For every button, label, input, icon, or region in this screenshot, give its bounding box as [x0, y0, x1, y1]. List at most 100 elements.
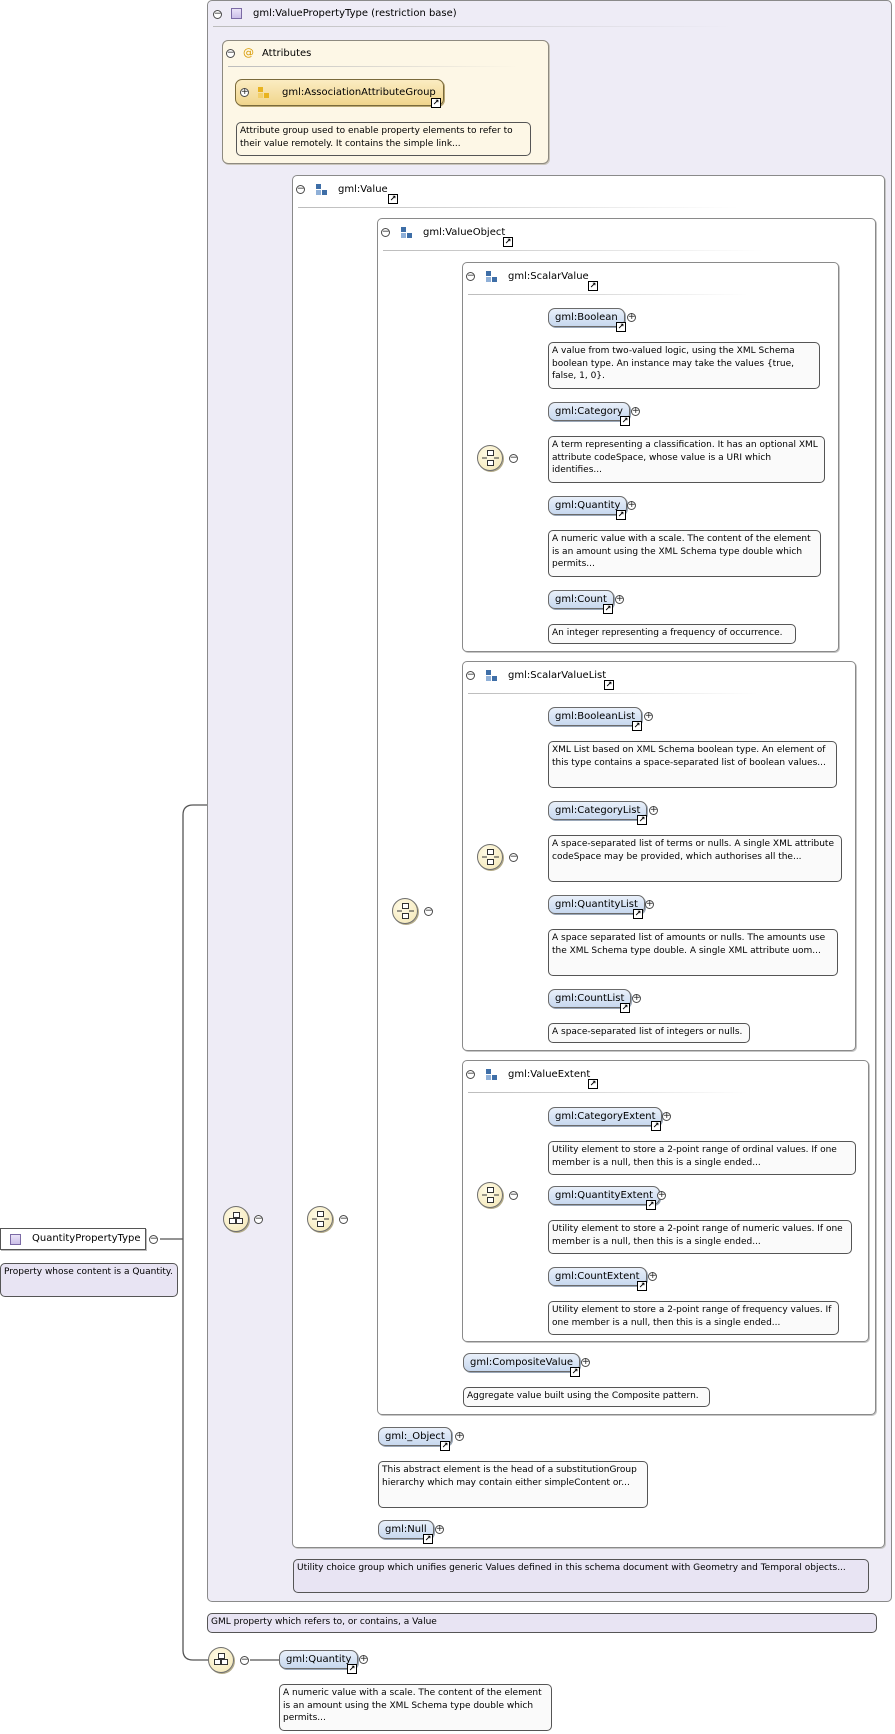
sequence-icon — [214, 1653, 228, 1665]
category-list-element[interactable]: gml:CategoryList — [548, 801, 648, 820]
collapse-main-sequence-button[interactable]: − — [254, 1214, 263, 1224]
composite-value-link-icon[interactable]: ↗ — [570, 1367, 580, 1377]
association-attribute-group-link-icon[interactable]: ↗ — [431, 98, 441, 108]
object-element[interactable]: gml:_Object — [378, 1427, 452, 1446]
value-object-link-icon[interactable]: ↗ — [503, 237, 513, 247]
category-list-doc: A space-separated list of terms or nulls… — [548, 835, 842, 882]
count-link-icon[interactable]: ↗ — [603, 604, 613, 614]
object-link-icon[interactable]: ↗ — [440, 1441, 450, 1451]
quantity-property-type-node[interactable]: QuantityPropertyType — [0, 1228, 146, 1250]
collapse-value-object-choice-button[interactable]: − — [424, 906, 433, 916]
expand-bottom-quantity-button[interactable]: + — [359, 1654, 368, 1664]
count-element[interactable]: gml:Count — [548, 590, 614, 609]
collapse-attributes-button[interactable]: − — [226, 48, 235, 58]
category-doc: A term representing a classification. It… — [548, 436, 825, 483]
value-object-title: gml:ValueObject — [423, 227, 506, 238]
boolean-list-element[interactable]: gml:BooleanList — [548, 707, 643, 726]
quantity-extent-element[interactable]: gml:QuantityExtent — [548, 1186, 661, 1205]
scalar-value-list-choice-compositor[interactable] — [477, 844, 503, 870]
value-extent-choice-compositor[interactable] — [477, 1182, 503, 1208]
boolean-list-link-icon[interactable]: ↗ — [632, 721, 642, 731]
value-choice-compositor[interactable] — [307, 1206, 333, 1232]
expand-boolean-button[interactable]: + — [627, 312, 636, 322]
attribute-at-icon: @ — [243, 46, 254, 59]
sequence-icon — [229, 1212, 243, 1224]
quantity-list-element[interactable]: gml:QuantityList — [548, 895, 645, 914]
expand-boolean-list-button[interactable]: + — [644, 711, 653, 721]
collapse-value-extent-button[interactable]: − — [466, 1069, 475, 1079]
null-link-icon[interactable]: ↗ — [423, 1534, 433, 1544]
choice-icon — [482, 849, 499, 865]
expand-category-button[interactable]: + — [631, 406, 640, 416]
category-link-icon[interactable]: ↗ — [620, 416, 630, 426]
category-list-element-label: gml:CategoryList — [555, 805, 641, 816]
group-icon — [401, 227, 412, 238]
null-element-label: gml:Null — [385, 1524, 427, 1535]
boolean-element[interactable]: gml:Boolean — [548, 308, 625, 327]
boolean-link-icon[interactable]: ↗ — [616, 322, 626, 332]
scalar-value-list-link-icon[interactable]: ↗ — [604, 680, 614, 690]
count-element-label: gml:Count — [555, 594, 607, 605]
expand-count-button[interactable]: + — [615, 594, 624, 604]
quantity-element[interactable]: gml:Quantity — [548, 496, 628, 515]
value-group-link-icon[interactable]: ↗ — [388, 194, 398, 204]
value-extent-link-icon[interactable]: ↗ — [588, 1079, 598, 1089]
collapse-bottom-sequence-button[interactable]: − — [240, 1655, 249, 1665]
main-sequence-compositor[interactable] — [223, 1206, 249, 1232]
collapse-restriction-button[interactable]: − — [213, 9, 222, 19]
expand-quantity-list-button[interactable]: + — [645, 899, 654, 909]
quantity-link-icon[interactable]: ↗ — [616, 510, 626, 520]
boolean-doc: A value from two-valued logic, using the… — [548, 342, 820, 389]
quantity-extent-element-label: gml:QuantityExtent — [555, 1190, 654, 1201]
category-element[interactable]: gml:Category — [548, 402, 630, 421]
bottom-quantity-element[interactable]: gml:Quantity — [279, 1650, 359, 1669]
quantity-extent-link-icon[interactable]: ↗ — [646, 1200, 656, 1210]
bottom-sequence-compositor[interactable] — [208, 1647, 234, 1673]
value-object-choice-compositor[interactable] — [392, 898, 418, 924]
collapse-value-choice-button[interactable]: − — [339, 1214, 348, 1224]
value-group-title: gml:Value — [338, 184, 388, 195]
quantity-property-type-doc: Property whose content is a Quantity. — [0, 1263, 178, 1297]
group-icon — [316, 184, 327, 195]
expand-object-button[interactable]: + — [455, 1431, 464, 1441]
expand-quantity-button[interactable]: + — [627, 500, 636, 510]
composite-value-doc: Aggregate value built using the Composit… — [463, 1387, 710, 1407]
expand-null-button[interactable]: + — [435, 1524, 444, 1534]
collapse-value-group-button[interactable]: − — [296, 184, 305, 194]
expand-count-extent-button[interactable]: + — [648, 1271, 657, 1281]
expand-count-list-button[interactable]: + — [632, 993, 641, 1003]
collapse-scalar-value-list-choice-button[interactable]: − — [509, 852, 518, 862]
object-doc: This abstract element is the head of a s… — [378, 1461, 648, 1508]
category-extent-doc: Utility element to store a 2-point range… — [548, 1141, 856, 1175]
value-extent-divider — [468, 1092, 748, 1093]
scalar-value-link-icon[interactable]: ↗ — [588, 281, 598, 291]
expand-attribute-group-button[interactable]: + — [240, 87, 249, 97]
expand-category-list-button[interactable]: + — [649, 805, 658, 815]
scalar-value-choice-compositor[interactable] — [477, 445, 503, 471]
collapse-value-extent-choice-button[interactable]: − — [509, 1190, 518, 1200]
composite-value-element[interactable]: gml:CompositeValue — [463, 1353, 581, 1372]
count-list-link-icon[interactable]: ↗ — [620, 1003, 630, 1013]
association-attribute-group-label: gml:AssociationAttributeGroup — [282, 87, 436, 98]
count-list-element[interactable]: gml:CountList — [548, 989, 632, 1008]
expand-quantity-extent-button[interactable]: + — [657, 1190, 666, 1200]
quantity-element-label: gml:Quantity — [555, 500, 621, 511]
count-list-element-label: gml:CountList — [555, 993, 625, 1004]
collapse-scalar-value-button[interactable]: − — [466, 271, 475, 281]
category-list-link-icon[interactable]: ↗ — [637, 815, 647, 825]
association-attribute-group[interactable]: gml:AssociationAttributeGroup — [235, 79, 444, 106]
category-extent-element[interactable]: gml:CategoryExtent — [548, 1107, 663, 1126]
collapse-scalar-value-choice-button[interactable]: − — [509, 453, 518, 463]
expand-composite-value-button[interactable]: + — [581, 1357, 590, 1367]
null-element[interactable]: gml:Null — [378, 1520, 434, 1539]
bottom-quantity-link-icon[interactable]: ↗ — [347, 1664, 357, 1674]
collapse-root-button[interactable]: − — [149, 1234, 158, 1244]
category-extent-link-icon[interactable]: ↗ — [651, 1121, 661, 1131]
collapse-scalar-value-list-button[interactable]: − — [466, 670, 475, 680]
count-extent-element[interactable]: gml:CountExtent — [548, 1267, 647, 1286]
quantity-property-type-label: QuantityPropertyType — [32, 1233, 141, 1244]
collapse-value-object-button[interactable]: − — [381, 227, 390, 237]
count-extent-link-icon[interactable]: ↗ — [637, 1281, 647, 1291]
quantity-list-link-icon[interactable]: ↗ — [633, 909, 643, 919]
expand-category-extent-button[interactable]: + — [662, 1111, 671, 1121]
